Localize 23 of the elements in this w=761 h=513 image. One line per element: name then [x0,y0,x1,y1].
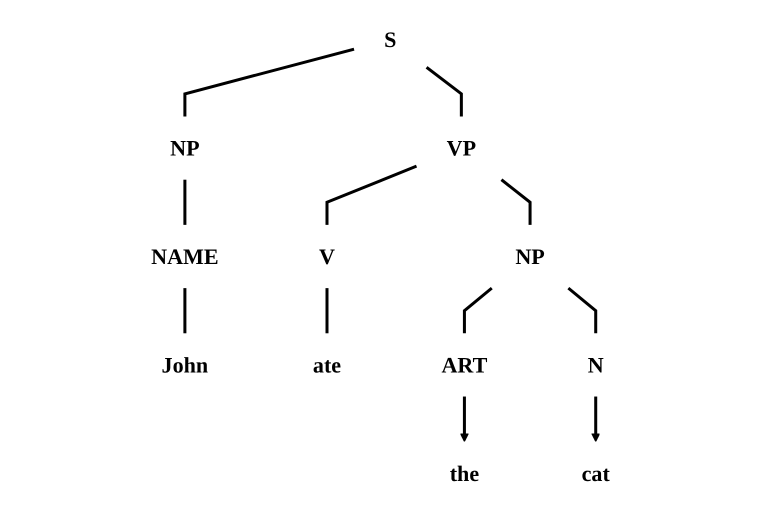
node-text: the [450,460,480,486]
node-text: S [384,27,396,52]
node-text: John [162,352,208,378]
node-text: VP [446,136,476,161]
connector [426,66,463,116]
connector [567,286,598,334]
node-text: ate [312,352,342,378]
node-text: NP [170,136,200,161]
node-text: ART [442,352,488,378]
connector [183,180,186,225]
arrow [591,396,600,442]
node-text: cat [582,460,610,486]
node-text: N [588,352,604,378]
connector [462,286,493,334]
arrow [460,396,469,442]
connector [500,178,532,225]
node-text: NAME [151,244,219,270]
node-text: NP [515,244,545,270]
node-text: V [319,244,335,270]
connector [183,48,354,116]
connector [326,288,329,334]
connector [326,164,418,225]
connector [183,288,186,334]
